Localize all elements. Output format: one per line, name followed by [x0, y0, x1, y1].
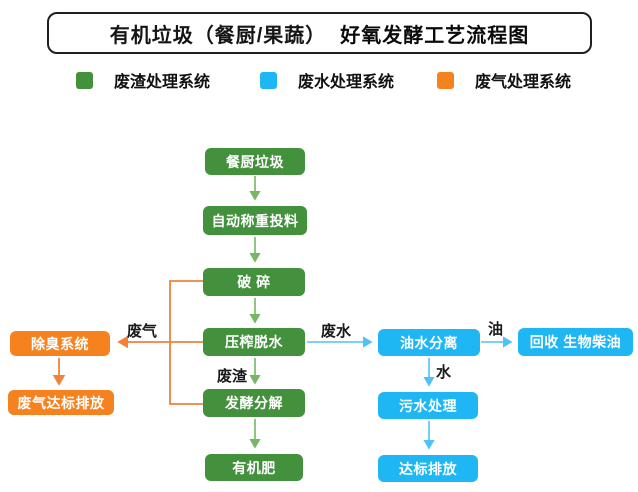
diagram-title-box: 有机垃圾（餐厨/果蔬） 好氧发酵工艺流程图 [47, 12, 592, 54]
legend-label-waste-gas: 废气处理系统 [475, 74, 572, 91]
edge-label-oil: 油 [488, 321, 504, 338]
legend-swatch-blue-icon [260, 71, 277, 89]
edge-label-waste-residue: 废渣 [217, 368, 248, 385]
legend-swatch-green-icon [76, 71, 93, 89]
node-organic-fertilizer: 有机肥 [205, 454, 303, 481]
edge-label-water: 水 [436, 364, 452, 381]
node-auto-weigh-feed: 自动称重投料 [203, 206, 307, 235]
diagram-title-main: 好氧发酵工艺流程图 [340, 24, 530, 47]
edge-label-waste-gas: 废气 [127, 323, 158, 340]
node-biodiesel-recovery: 回收 生物柴油 [518, 328, 633, 356]
node-water-discharge: 达标排放 [378, 455, 478, 482]
node-deodorize-system: 除臭系统 [10, 331, 110, 356]
node-crush: 破 碎 [203, 268, 305, 296]
legend-item-solid-waste: 废渣处理系统 [76, 68, 210, 92]
legend-item-wastewater: 废水处理系统 [260, 68, 394, 92]
legend-item-waste-gas: 废气处理系统 [437, 68, 571, 92]
node-ferment-decompose: 发酵分解 [203, 389, 305, 417]
node-oil-water-separation: 油水分离 [378, 329, 480, 356]
diagram-title-prefix: 有机垃圾（餐厨/果蔬） [109, 24, 327, 47]
node-waste-gas-discharge: 废气达标排放 [8, 390, 114, 415]
legend-swatch-orange-icon [437, 71, 454, 89]
legend-label-wastewater: 废水处理系统 [298, 74, 395, 91]
node-kitchen-waste: 餐厨垃圾 [205, 148, 305, 175]
legend-label-solid-waste: 废渣处理系统 [114, 74, 211, 91]
node-press-dewater: 压榨脱水 [203, 328, 305, 356]
connector-waste-gas-manifold [169, 280, 203, 405]
node-sewage-treatment: 污水处理 [378, 392, 478, 419]
edge-label-waste-water: 废水 [321, 323, 352, 340]
